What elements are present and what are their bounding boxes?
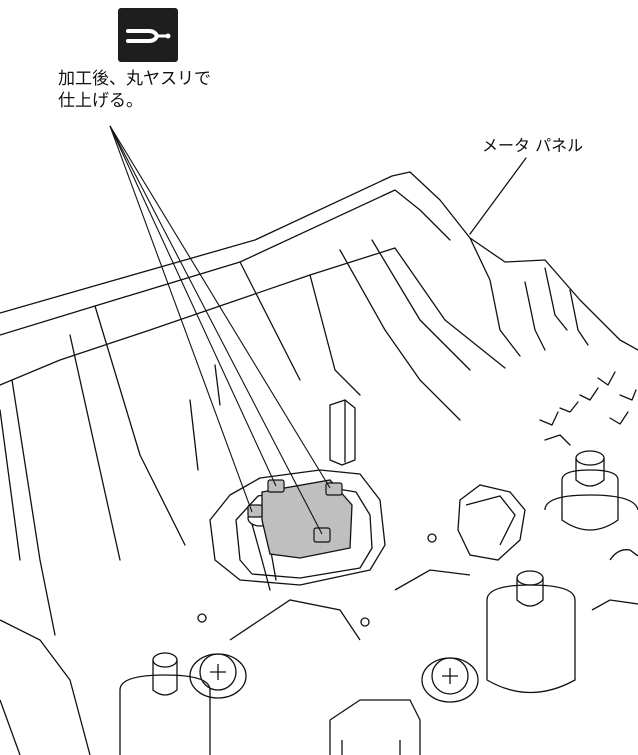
knob-right-top-cap <box>575 450 605 466</box>
instruction-text: 加工後、丸ヤスリで 仕上げる。 <box>58 68 211 112</box>
instruction-line-2: 仕上げる。 <box>58 91 143 111</box>
panel-top-edge <box>0 171 638 351</box>
knob-middle-cap <box>516 570 544 586</box>
instruction-line-1: 加工後、丸ヤスリで <box>58 69 211 89</box>
filing-point-4 <box>247 504 263 518</box>
label-leader-line <box>469 157 527 235</box>
tool-icon-box <box>118 8 178 62</box>
meter-panel-label: メータ パネル <box>482 136 584 155</box>
knob-left-cap <box>152 652 178 668</box>
panel-inner-ridge <box>0 189 451 336</box>
filing-point-3 <box>313 527 331 543</box>
leader-line-1 <box>109 125 253 513</box>
leader-line-2 <box>109 125 277 487</box>
filing-point-2 <box>325 482 343 496</box>
leader-line-4 <box>109 125 331 489</box>
leader-line-3 <box>109 125 323 535</box>
round-file-icon <box>126 29 171 43</box>
